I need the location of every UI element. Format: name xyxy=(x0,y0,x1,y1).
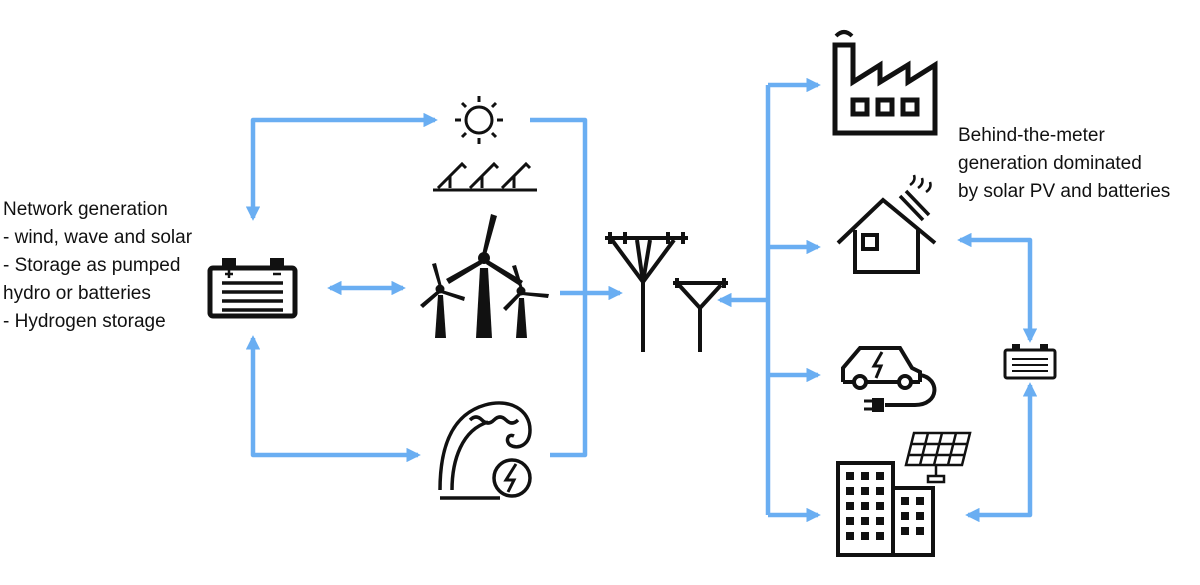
factory-icon xyxy=(832,30,938,136)
connectors xyxy=(245,77,1038,523)
arrow-house-to-home-battery xyxy=(957,232,1038,343)
apartment-building-solar-icon xyxy=(836,431,972,557)
note-line: - Hydrogen storage xyxy=(3,311,166,332)
wind-turbines-icon xyxy=(420,214,549,338)
house-solar-icon xyxy=(836,174,937,274)
battery-icon xyxy=(207,258,298,319)
solar-panels-icon xyxy=(433,161,537,192)
arrow-battery-to-wave xyxy=(245,335,421,463)
electric-car-icon xyxy=(841,346,937,412)
behind-the-meter-note: Behind-the-meter generation dominated by… xyxy=(958,125,1170,202)
arrow-home-battery-to-building xyxy=(965,382,1038,523)
note-line: generation dominated xyxy=(958,153,1142,174)
note-line: - wind, wave and solar xyxy=(3,227,193,248)
line-solar-bus xyxy=(530,117,588,458)
wave-power-icon xyxy=(438,401,532,500)
note-line: by solar PV and batteries xyxy=(958,181,1170,202)
note-line: Behind-the-meter xyxy=(958,125,1105,146)
transmission-tower-icon xyxy=(605,232,728,352)
arrow-sun-to-battery xyxy=(245,112,438,221)
sun-icon xyxy=(455,96,503,144)
note-line: Network generation xyxy=(3,199,168,220)
note-line: hydro or batteries xyxy=(3,283,151,304)
note-line: - Storage as pumped xyxy=(3,255,180,276)
network-generation-note: Network generation - wind, wave and sola… xyxy=(3,199,197,332)
home-battery-icon xyxy=(1003,344,1057,380)
